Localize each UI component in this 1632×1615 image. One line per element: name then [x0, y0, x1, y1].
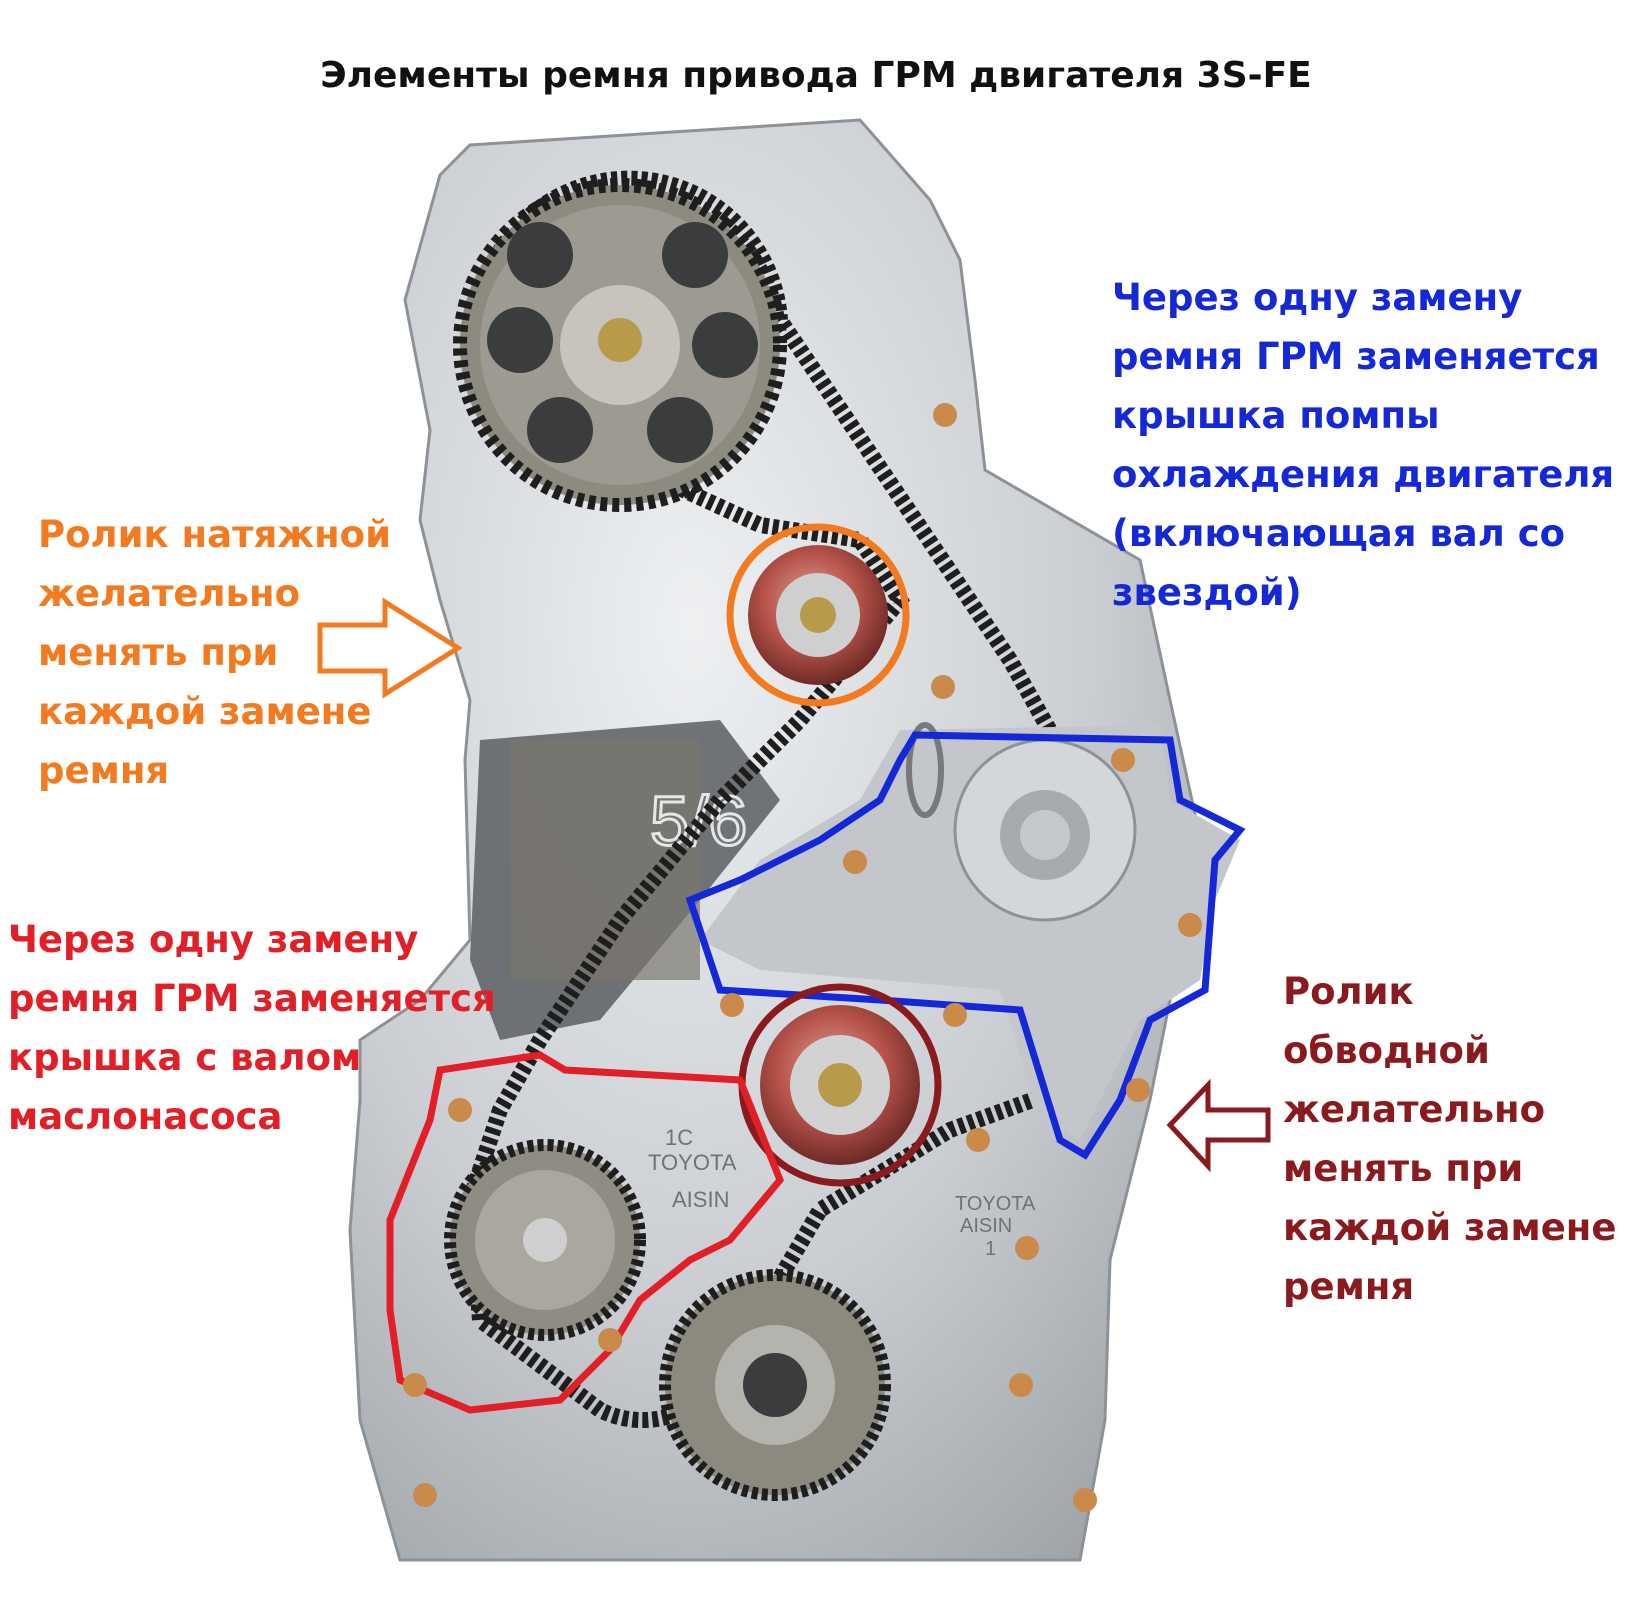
oil-pump-note: Через одну замену ремня ГРМ заменяется к…: [8, 918, 496, 1138]
oil-pump-sprocket: [444, 1139, 646, 1341]
idler-note: Ролик обводной желательно менять при каж…: [1283, 970, 1617, 1308]
water-pump-outline: [685, 731, 1246, 1160]
camshaft-sprocket: [453, 178, 787, 512]
tensioner-pulley: [748, 545, 888, 685]
oil-cover-marking-3: 1: [985, 1238, 996, 1260]
image-title: Элементы ремня привода ГРМ двигателя 3S-…: [320, 55, 1312, 96]
bolts: [403, 403, 1202, 1512]
idler-arrow-icon: [1166, 1078, 1271, 1173]
oil-pump-cover-outline: [386, 1051, 785, 1414]
pump-cover-marking-3: AISIN: [672, 1187, 729, 1212]
tensioner-arrow-icon: [317, 597, 463, 699]
pump-cover-marking-1: 1C: [665, 1125, 693, 1150]
idler-pulley: [760, 1005, 920, 1165]
oil-cover-marking-2: AISIN: [960, 1215, 1012, 1237]
water-pump-note: Через одну замену ремня ГРМ заменяется к…: [1112, 276, 1615, 614]
tensioner-note: Ролик натяжной желательно менять при каж…: [38, 513, 392, 792]
pump-cover-marking-2: TOYOTA: [648, 1150, 737, 1175]
engine-marking: 5/6: [650, 782, 747, 860]
tensioner-highlight: [726, 523, 910, 707]
oil-cover-marking-1: TOYOTA: [955, 1193, 1036, 1215]
crankshaft-sprocket: [659, 1269, 891, 1501]
